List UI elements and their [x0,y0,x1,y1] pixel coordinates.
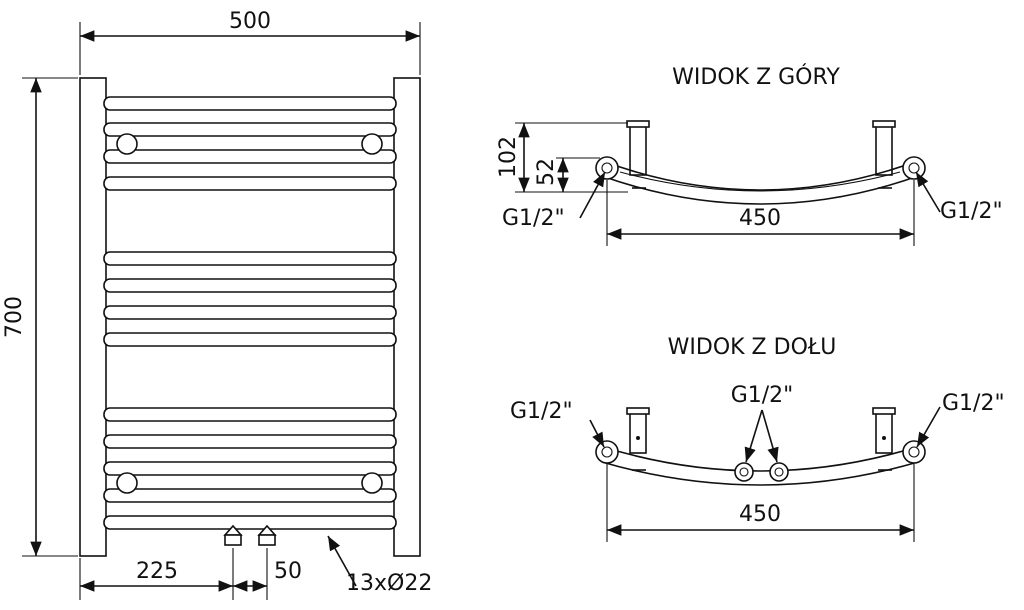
bottom-connection-left [595,440,619,464]
bottom-connection-center-right [769,462,789,482]
bottom-connection-right [902,440,926,464]
valve-left [223,524,243,546]
depth-inner-label: 52 [534,158,559,186]
bottom-conn-right-label: G1/2" [942,391,1005,416]
tube [103,176,397,191]
bottom-conn-left-leader [589,419,605,448]
right-rail [393,77,421,557]
tube [103,278,397,293]
mount-bracket [116,472,138,494]
left-rail [79,77,107,557]
bottom-conn-center-label: G1/2" [731,383,794,408]
mount-bracket [361,133,383,155]
mount-bracket [116,133,138,155]
spacing-label: 50 [274,559,302,584]
tube-group [103,96,397,530]
connection-left [595,156,619,180]
top-conn-right-label: G1/2" [940,199,1003,224]
offset-label: 225 [136,559,178,584]
depth-outer-label: 102 [496,136,521,178]
top-conn-left-leader [579,171,606,219]
tube [103,251,397,266]
width-label: 500 [229,9,271,34]
bottom-conn-center-leader-left [744,409,763,463]
tube [103,332,397,347]
curved-body-bottom [599,445,921,472]
wall-stub-right [875,124,893,176]
bottom-conn-center-leader-right [761,409,779,463]
top-view: WIDOK Z GÓRY 102 52 450 G1/2" [496,64,1003,246]
curved-body-top [599,159,921,191]
valve-right [257,524,277,546]
bottom-span-label: 450 [739,502,781,527]
tube [103,96,397,111]
tube [103,305,397,320]
tube [103,515,397,530]
tube [103,149,397,164]
bottom-connection-center-left [734,462,754,482]
tubes-label: 13xØ22 [346,571,432,596]
top-conn-left-label: G1/2" [502,206,565,231]
bottom-wall-stub-left [629,410,647,454]
tube [103,434,397,449]
tubes-leader [327,535,357,587]
tube [103,122,397,137]
bottom-wall-stub-right [875,410,893,454]
bottom-conn-right-leader [916,406,941,448]
height-label: 700 [2,296,27,338]
top-conn-right-leader [915,171,941,213]
bottom-view-title: WIDOK Z DOŁU [668,335,837,360]
tube [103,488,397,503]
top-view-title: WIDOK Z GÓRY [672,64,840,90]
connection-right [902,156,926,180]
top-span-label: 450 [739,206,781,231]
bottom-conn-left-label: G1/2" [510,399,573,424]
front-view: 500 700 225 50 13xØ22 [2,9,432,600]
tube [103,461,397,476]
bottom-view: WIDOK Z DOŁU 450 G1/2" G1/2" [510,335,1005,542]
wall-stub-left [629,124,647,176]
mount-bracket [361,472,383,494]
tube [103,407,397,422]
